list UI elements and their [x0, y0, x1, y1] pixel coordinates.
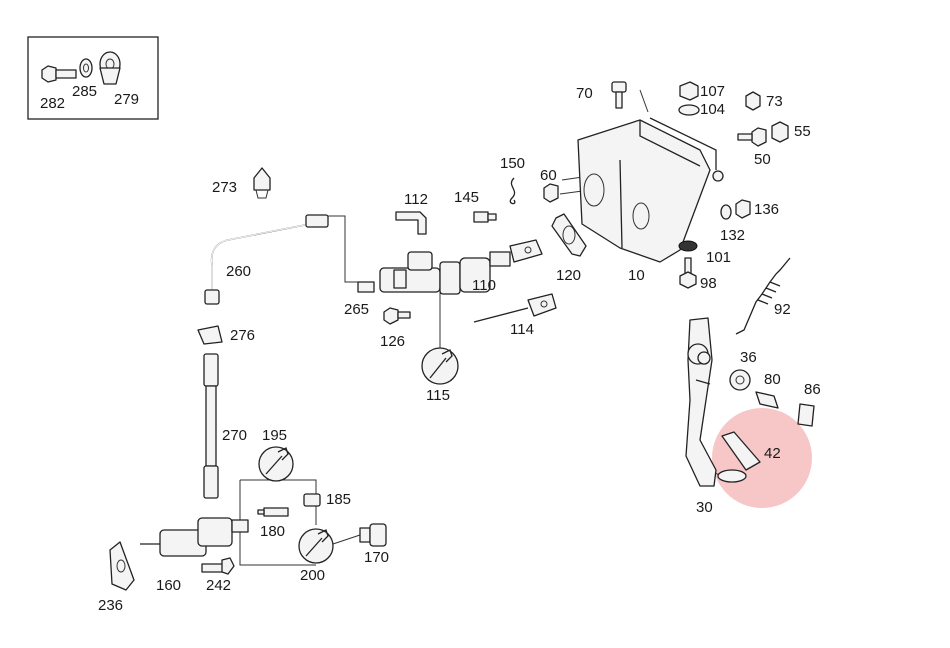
label-86: 86 — [804, 381, 821, 398]
part-273-fitting[interactable] — [253, 167, 271, 199]
part-55-nut[interactable] — [771, 121, 789, 143]
label-279: 279 — [114, 91, 139, 108]
part-80-pin[interactable] — [755, 391, 779, 409]
part-276-clip[interactable] — [197, 325, 223, 345]
label-55: 55 — [794, 123, 811, 140]
label-107: 107 — [700, 83, 725, 100]
label-30: 30 — [696, 499, 713, 516]
label-50: 50 — [754, 151, 771, 168]
part-114-pushrod[interactable] — [473, 293, 557, 323]
part-98-bolt[interactable] — [679, 257, 697, 289]
label-132: 132 — [720, 227, 745, 244]
part-282-bolt[interactable] — [41, 65, 77, 83]
label-185: 185 — [326, 491, 351, 508]
part-120-gasket[interactable] — [551, 213, 587, 257]
part-270-hose[interactable] — [203, 353, 219, 499]
part-180-bleeder[interactable] — [257, 507, 289, 517]
label-120: 120 — [556, 267, 581, 284]
label-260: 260 — [226, 263, 251, 280]
part-236-plate[interactable] — [109, 541, 135, 591]
label-110: 110 — [472, 277, 496, 294]
inset-box — [27, 36, 159, 120]
part-195-tool-icon[interactable] — [258, 446, 294, 482]
label-112: 112 — [404, 191, 428, 208]
part-labels: 282 285 279 70 107 104 73 55 50 150 60 2… — [40, 83, 821, 614]
label-101: 101 — [706, 249, 731, 266]
label-145: 145 — [454, 189, 479, 206]
label-285: 285 — [72, 83, 97, 100]
part-60-nut[interactable] — [543, 183, 559, 203]
part-10-bracket[interactable] — [577, 117, 724, 263]
part-145-screw[interactable] — [473, 211, 497, 223]
part-132-washer[interactable] — [720, 204, 732, 220]
label-265: 265 — [344, 301, 369, 318]
label-270: 270 — [222, 427, 247, 444]
label-98: 98 — [700, 275, 717, 292]
label-195: 195 — [262, 427, 287, 444]
label-42: 42 — [764, 445, 781, 462]
label-180: 180 — [260, 523, 285, 540]
label-36: 36 — [740, 349, 757, 366]
label-92: 92 — [774, 301, 791, 318]
label-73: 73 — [766, 93, 783, 110]
label-60: 60 — [540, 167, 557, 184]
label-276: 276 — [230, 327, 255, 344]
label-136: 136 — [754, 201, 779, 218]
part-150-clip[interactable] — [509, 177, 516, 205]
label-160: 160 — [156, 577, 181, 594]
part-36-bushing[interactable] — [729, 369, 751, 391]
part-30-pedal[interactable] — [685, 317, 717, 487]
label-200: 200 — [300, 567, 325, 584]
part-73-nut[interactable] — [745, 91, 761, 111]
label-70: 70 — [576, 85, 593, 102]
label-104: 104 — [700, 101, 725, 118]
part-126-bolt[interactable] — [383, 307, 411, 325]
part-50-bolt[interactable] — [737, 127, 767, 147]
part-92-spring[interactable] — [735, 257, 791, 335]
highlight-circle — [712, 408, 812, 508]
part-115-tool-icon[interactable] — [421, 347, 459, 385]
label-282: 282 — [40, 95, 65, 112]
part-136-nut[interactable] — [735, 199, 751, 219]
label-114: 114 — [510, 321, 534, 338]
part-279-banjo[interactable] — [99, 51, 121, 85]
label-80: 80 — [764, 371, 781, 388]
label-170: 170 — [364, 549, 389, 566]
part-101-bushing[interactable] — [678, 240, 698, 252]
label-126: 126 — [380, 333, 405, 350]
label-10: 10 — [628, 267, 645, 284]
label-273: 273 — [212, 179, 237, 196]
part-42-pedal-pad[interactable] — [717, 431, 761, 483]
part-70-screw[interactable] — [611, 81, 627, 109]
part-112-elbow[interactable] — [395, 211, 427, 235]
part-260-pipe[interactable] — [204, 214, 329, 305]
label-236: 236 — [98, 597, 123, 614]
part-107-nut[interactable] — [679, 81, 699, 101]
part-86-clip[interactable] — [797, 403, 815, 427]
part-242-bolt[interactable] — [201, 557, 235, 575]
part-185-fitting[interactable] — [303, 493, 321, 507]
label-115: 115 — [426, 387, 450, 404]
part-285-washer[interactable] — [79, 58, 93, 78]
part-200-tool-icon[interactable] — [298, 528, 334, 564]
label-150: 150 — [500, 155, 525, 172]
part-170-screw[interactable] — [359, 523, 387, 547]
label-242: 242 — [206, 577, 231, 594]
part-160-slave-cylinder[interactable] — [140, 517, 249, 557]
part-110-master-cylinder[interactable] — [357, 239, 543, 295]
part-104-washer[interactable] — [678, 104, 700, 116]
